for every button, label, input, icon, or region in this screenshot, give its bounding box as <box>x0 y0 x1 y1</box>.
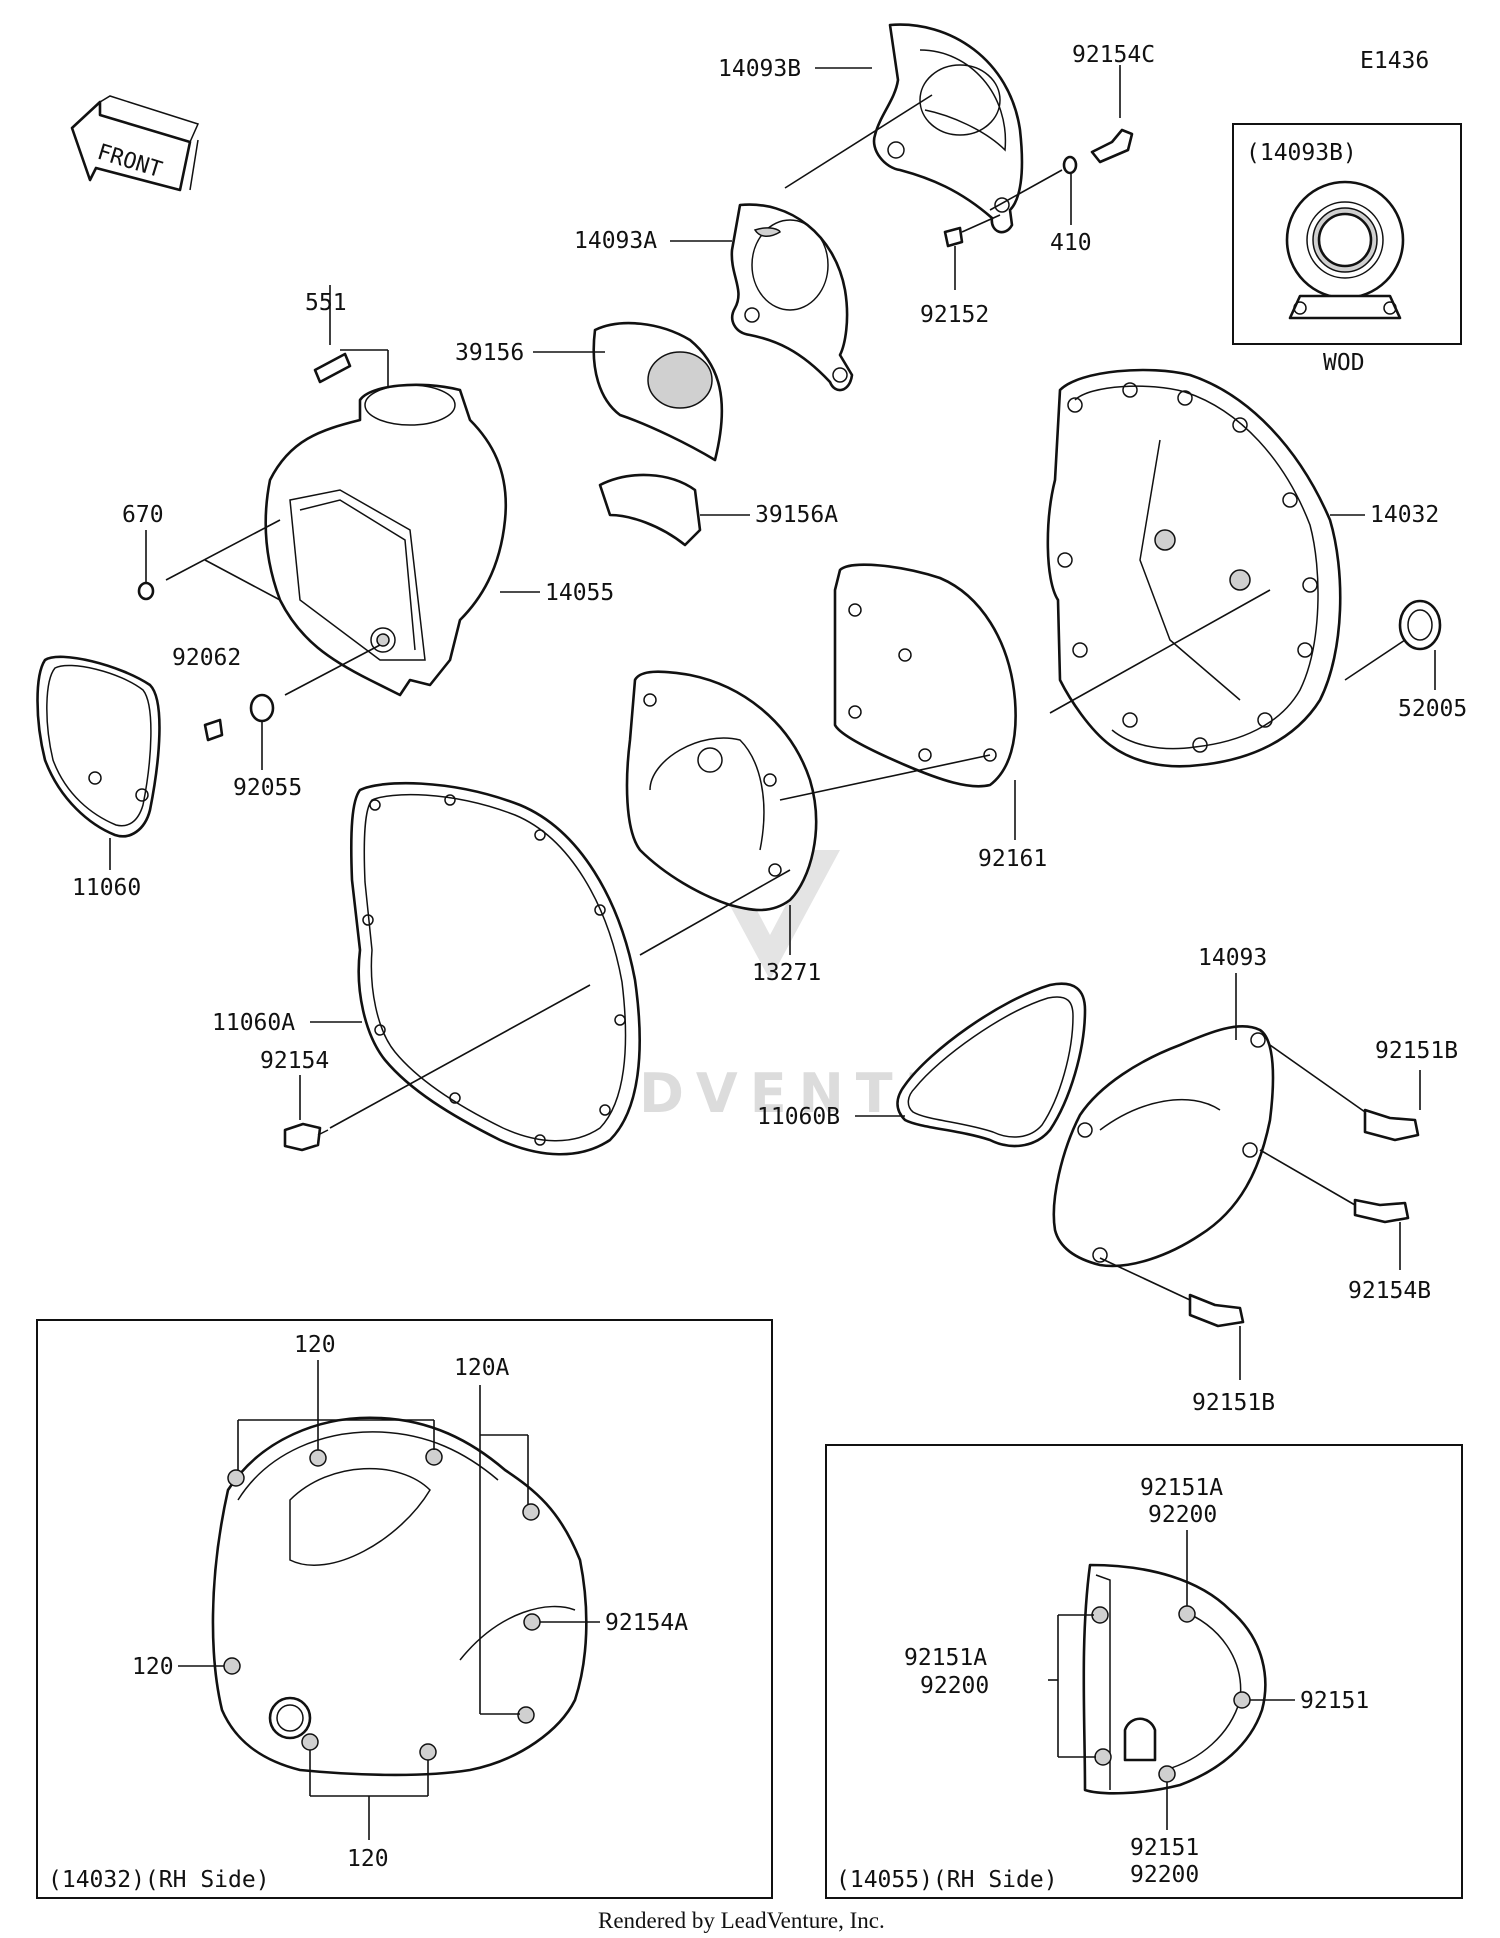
inset-left-caption: (14032)(RH Side) <box>48 1867 270 1893</box>
label-39156A: 39156A <box>755 502 838 528</box>
label-92062: 92062 <box>172 645 241 671</box>
inset-wod-caption: WOD <box>1323 350 1365 376</box>
label-92154B: 92154B <box>1348 1278 1431 1304</box>
bolt-92154 <box>283 1075 329 1152</box>
part-14093 <box>1052 1025 1275 1268</box>
label-14093: 14093 <box>1198 945 1267 971</box>
inset-right-bottom-line1: 92151 <box>1130 1835 1199 1861</box>
diagram-id: E1436 <box>1360 48 1429 74</box>
label-92154C: 92154C <box>1072 42 1155 68</box>
part-14093B <box>872 23 1024 234</box>
inset-right-top-line1: 92151A <box>1140 1475 1223 1501</box>
part-92161 <box>833 563 1017 788</box>
bolt-92151B-bottom <box>1188 1293 1245 1380</box>
label-14032: 14032 <box>1370 502 1439 528</box>
bolt-120-b <box>425 1448 443 1466</box>
bolt-120-f <box>419 1743 437 1761</box>
part-14055 <box>264 383 508 697</box>
part-14032 <box>1046 368 1342 768</box>
inset-right-caption: (14055)(RH Side) <box>836 1867 1058 1893</box>
part-92152 <box>943 226 964 290</box>
label-52005: 52005 <box>1398 696 1467 722</box>
inset-left-label-bottom-120: 120 <box>347 1846 389 1872</box>
inset-wod: (14093B) WOD <box>1232 123 1462 376</box>
label-11060: 11060 <box>72 875 141 901</box>
bolt-92151A-left-top <box>1091 1606 1109 1624</box>
front-arrow: FRONT <box>70 95 200 192</box>
label-551: 551 <box>305 290 347 316</box>
inset-left-label-top-120: 120 <box>294 1332 336 1358</box>
inset-14032-rh-side: 120 120A 120 92154A 120 (14032)(RH Side) <box>36 1319 773 1899</box>
bolt-120A-bottom <box>517 1706 535 1724</box>
part-13271 <box>625 670 818 912</box>
inset-14055-rh-side: 92151A 92200 92151A 92200 92151 92151 92… <box>825 1444 1463 1899</box>
label-670: 670 <box>122 502 164 528</box>
bolt-120-c <box>227 1469 245 1487</box>
label-13271: 13271 <box>752 960 821 986</box>
label-92161: 92161 <box>978 846 1047 872</box>
bolt-120A-top <box>522 1503 540 1521</box>
bolt-120-d <box>223 1657 241 1675</box>
oring-92055 <box>249 693 275 723</box>
bolt-92151A-top <box>1178 1605 1196 1623</box>
part-39156A <box>598 473 702 547</box>
inset-left-label-120A: 120A <box>454 1355 510 1381</box>
part-14093A <box>730 203 854 392</box>
label-14055: 14055 <box>545 580 614 606</box>
label-11060B: 11060B <box>757 1104 840 1130</box>
label-14093B: 14093B <box>718 56 801 82</box>
bolt-92154B <box>1353 1198 1410 1270</box>
inset-right-label-92151: 92151 <box>1300 1688 1369 1714</box>
inset-left-label-92154A: 92154A <box>605 1610 688 1636</box>
bolt-120-e <box>301 1733 319 1751</box>
label-410: 410 <box>1050 230 1092 256</box>
part-11060 <box>36 655 161 838</box>
dowel-551 <box>313 285 352 384</box>
seal-52005 <box>1398 599 1442 651</box>
inset-right-top-line2: 92200 <box>1148 1502 1217 1528</box>
part-39156 <box>592 321 724 462</box>
label-92151B-bottom: 92151B <box>1192 1390 1275 1416</box>
inset-right-bottom-line2: 92200 <box>1130 1862 1199 1888</box>
part-92062 <box>203 718 224 742</box>
inset-wod-title: (14093B) <box>1246 140 1357 166</box>
label-11060A: 11060A <box>212 1010 295 1036</box>
bolt-92154C <box>1090 65 1134 164</box>
label-92151B-top: 92151B <box>1375 1038 1458 1064</box>
label-92154: 92154 <box>260 1048 329 1074</box>
bolt-120-a <box>309 1449 327 1467</box>
inset-left-label-left-120: 120 <box>132 1654 174 1680</box>
bolt-92151B-top <box>1363 1070 1421 1142</box>
bolt-92154A <box>523 1613 541 1631</box>
inset-right-left-line2: 92200 <box>920 1673 989 1699</box>
label-39156: 39156 <box>455 340 524 366</box>
label-92055: 92055 <box>233 775 302 801</box>
washer-410 <box>1062 155 1078 175</box>
part-11060A <box>349 781 641 1156</box>
bolt-92151A-left-bottom <box>1094 1748 1112 1766</box>
label-14093A: 14093A <box>574 228 657 254</box>
bolt-92151-bottom <box>1158 1765 1176 1783</box>
label-92152: 92152 <box>920 302 989 328</box>
bolt-92151-right <box>1233 1691 1251 1709</box>
oring-670 <box>137 581 155 601</box>
footer: Rendered by LeadVenture, Inc. <box>598 1908 885 1933</box>
part-11060B <box>896 982 1087 1148</box>
inset-right-left-line1: 92151A <box>904 1645 987 1671</box>
